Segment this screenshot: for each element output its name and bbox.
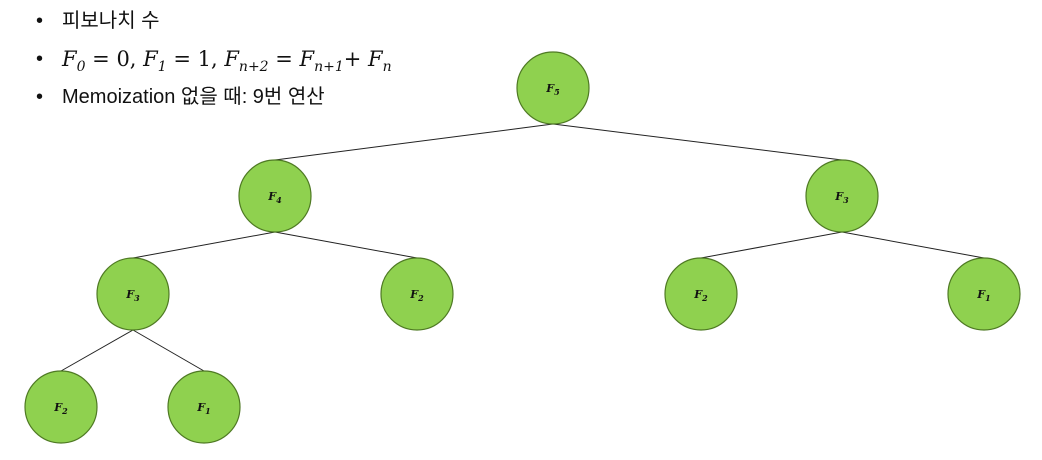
tree-node-label-sub: 5 xyxy=(554,87,560,97)
tree-node-f2-rightleft: F2 xyxy=(664,257,738,331)
formula-part-eq0: = 0, xyxy=(85,47,144,71)
tree-node-label-base: F xyxy=(267,190,277,203)
bullet-fibonacci-formula: F0 = 0, F1 = 1, Fn+2 = Fn+1+ Fn xyxy=(36,40,392,78)
tree-node-label-base: F xyxy=(196,401,206,414)
formula-f1-base: F xyxy=(143,47,158,71)
tree-node-label-sub: 2 xyxy=(61,406,68,416)
tree-node-label-base: F xyxy=(693,288,703,301)
tree-node-label: F1 xyxy=(976,288,990,303)
formula-fn1-base: F xyxy=(299,47,315,71)
tree-node-f2-bottom: F2 xyxy=(24,370,98,444)
tree-node-label-base: F xyxy=(53,401,63,414)
tree-edges xyxy=(60,123,985,372)
formula-part-eq1: = 1, xyxy=(166,47,225,71)
formula-part-plus: + xyxy=(343,47,369,71)
tree-edge-f5-root-to-f3-right xyxy=(552,123,843,161)
tree-edge-f3-right-to-f1-rightright xyxy=(841,231,985,259)
formula-f1-sub: 1 xyxy=(157,59,167,75)
tree-node-label-sub: 1 xyxy=(985,293,991,303)
formula-fn2-base: F xyxy=(224,47,239,71)
formula-fn-base: F xyxy=(368,47,383,71)
tree-node-f1-bottom: F1 xyxy=(167,370,241,444)
tree-edge-f3-leftleft-to-f1-bottom xyxy=(132,329,205,372)
bullet-memoization-note-text: Memoization 없을 때: 9번 연산 xyxy=(62,86,325,108)
tree-node-label-base: F xyxy=(834,190,844,203)
tree-node-label-base: F xyxy=(976,288,986,301)
tree-node-circle xyxy=(96,257,170,331)
tree-node-f4-left: F4 xyxy=(238,159,312,233)
tree-node-circle xyxy=(380,257,454,331)
tree-node-label: F2 xyxy=(53,401,68,416)
tree-node-label: F2 xyxy=(409,288,424,303)
tree-node-label-sub: 3 xyxy=(134,293,140,303)
tree-node-label: F4 xyxy=(267,190,282,205)
formula-f0-base: F xyxy=(62,47,77,71)
tree-node-circle xyxy=(167,370,241,444)
formula-part-eq: = xyxy=(268,47,300,71)
tree-edge-f4-left-to-f3-leftleft xyxy=(132,231,276,259)
formula-fn-sub: n xyxy=(382,59,392,75)
tree-edge-f3-leftleft-to-f2-bottom xyxy=(60,329,134,372)
tree-node-label-sub: 1 xyxy=(205,406,211,416)
tree-node-label: F2 xyxy=(693,288,708,303)
fibonacci-formula: F0 = 0, F1 = 1, Fn+2 = Fn+1+ Fn xyxy=(62,47,392,75)
tree-node-f1-rightright: F1 xyxy=(947,257,1021,331)
tree-node-circle xyxy=(516,51,590,125)
tree-node-label-base: F xyxy=(125,288,135,301)
tree-edge-f5-root-to-f4-left xyxy=(274,123,554,161)
tree-node-circle xyxy=(24,370,98,444)
formula-f0-sub: 0 xyxy=(76,59,86,75)
bullet-list: 피보나치 수 F0 = 0, F1 = 1, Fn+2 = Fn+1+ Fn M… xyxy=(36,2,392,116)
bullet-memoization-note: Memoization 없을 때: 9번 연산 xyxy=(36,78,392,116)
tree-node-label-sub: 4 xyxy=(276,195,282,205)
tree-node-label: F3 xyxy=(834,190,849,205)
formula-fn2-sub: n+2 xyxy=(238,59,269,75)
bullet-fibonacci-title: 피보나치 수 xyxy=(36,2,392,40)
tree-node-label: F5 xyxy=(545,82,560,97)
tree-node-f2-leftright: F2 xyxy=(380,257,454,331)
tree-edge-f3-right-to-f2-rightleft xyxy=(700,231,843,259)
tree-node-label-sub: 2 xyxy=(701,293,708,303)
tree-node-label-sub: 2 xyxy=(417,293,424,303)
tree-node-label-base: F xyxy=(409,288,419,301)
tree-node-label: F3 xyxy=(125,288,140,303)
tree-edge-f4-left-to-f2-leftright xyxy=(274,231,418,259)
tree-node-f3-right: F3 xyxy=(805,159,879,233)
tree-node-label-sub: 3 xyxy=(843,195,849,205)
tree-node-circle xyxy=(805,159,879,233)
tree-node-f5-root: F5 xyxy=(516,51,590,125)
tree-node-label: F1 xyxy=(196,401,210,416)
tree-node-label-base: F xyxy=(545,82,555,95)
tree-node-circle xyxy=(947,257,1021,331)
tree-node-circle xyxy=(238,159,312,233)
tree-node-f3-leftleft: F3 xyxy=(96,257,170,331)
bullet-fibonacci-title-text: 피보나치 수 xyxy=(62,10,160,32)
formula-fn1-sub: n+1 xyxy=(314,59,344,75)
tree-node-circle xyxy=(664,257,738,331)
